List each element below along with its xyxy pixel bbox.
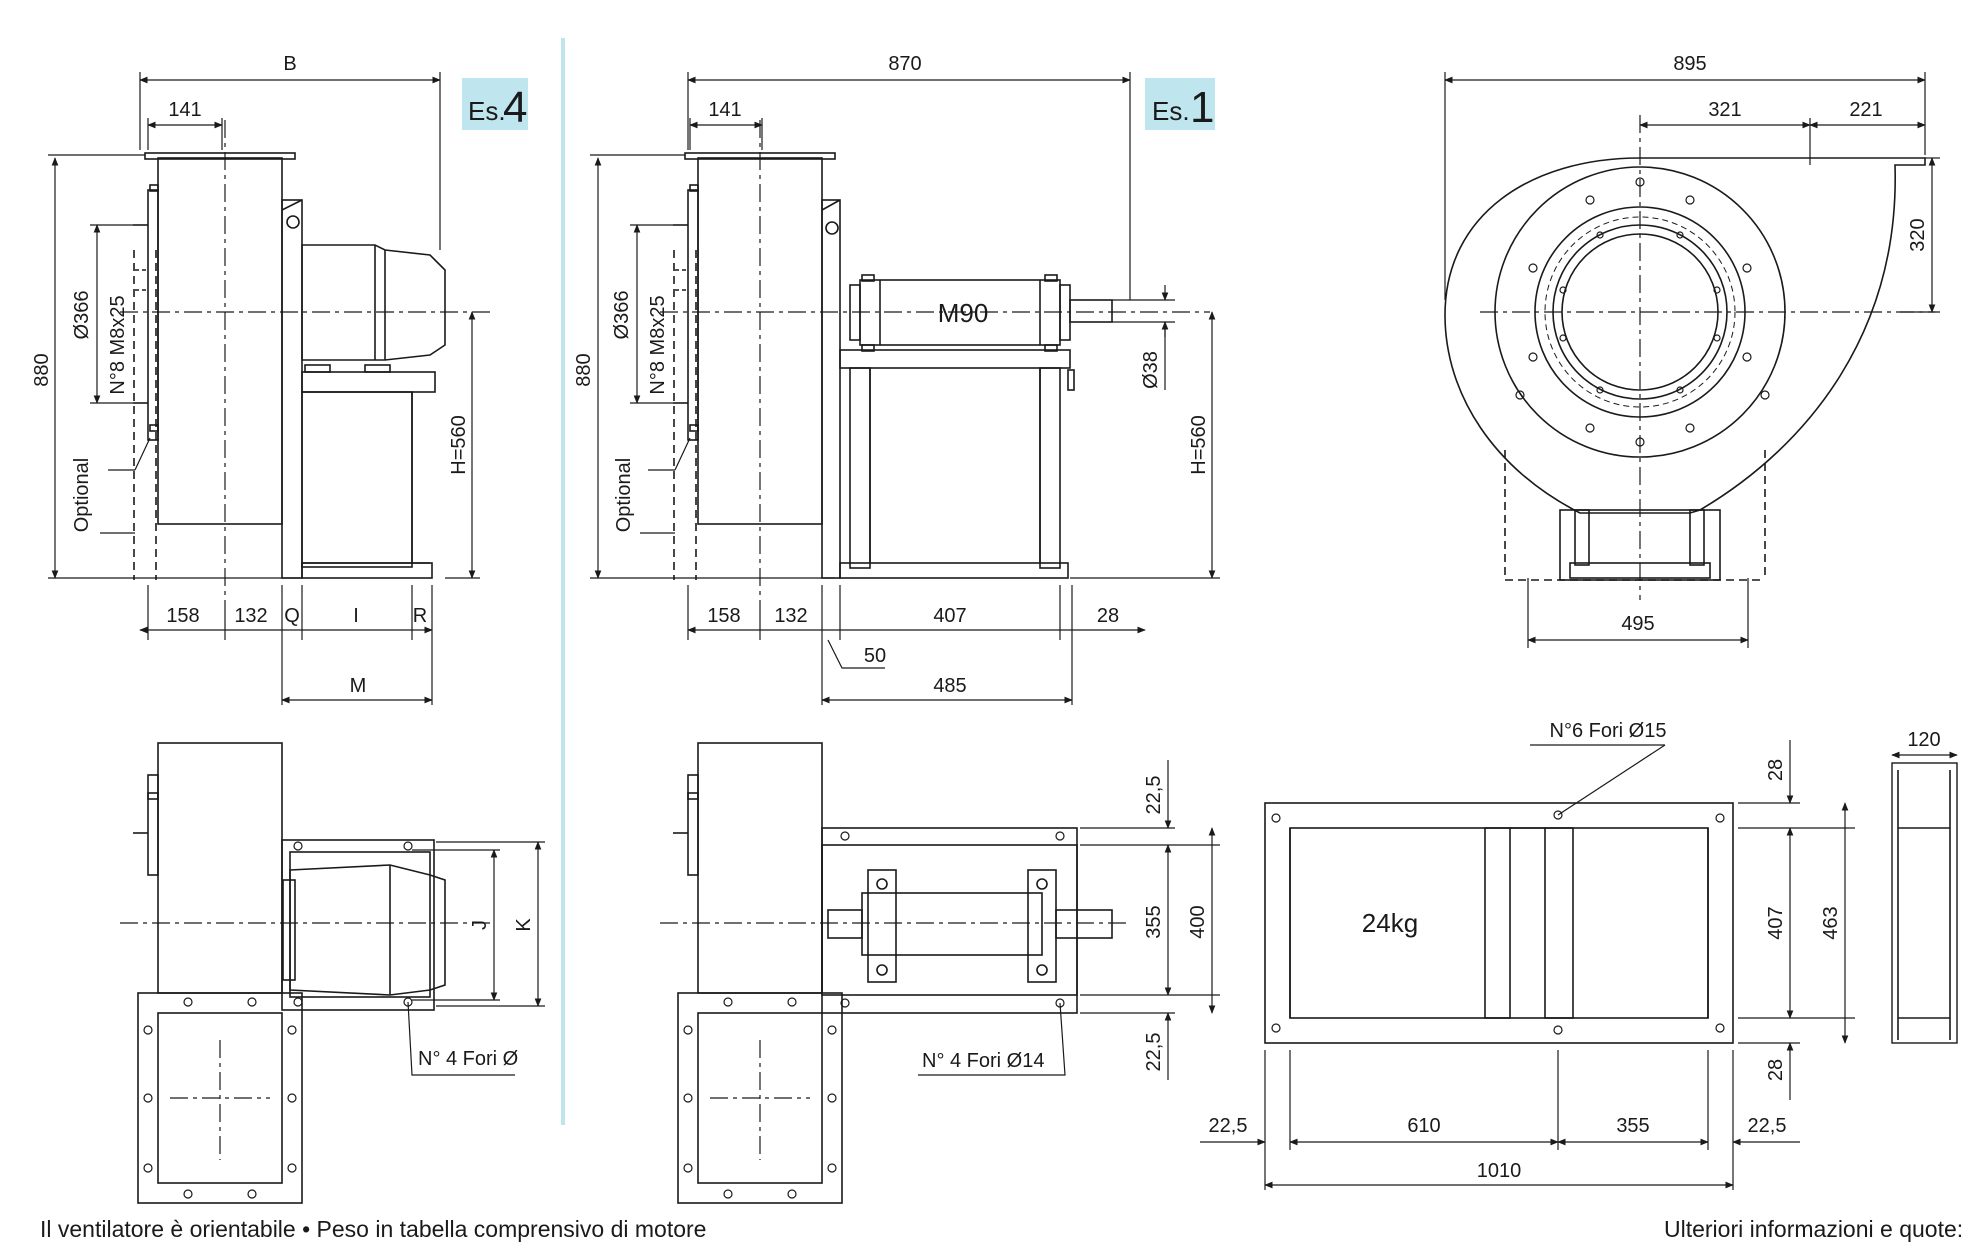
dim-flange: 141	[168, 99, 201, 121]
dim-side-w: 120	[1907, 729, 1940, 751]
dim-d3: 407	[933, 605, 966, 627]
dim-shaft: Ø38	[1140, 351, 1162, 389]
view-base-frame	[1264, 762, 1958, 1044]
dim-q: Q	[284, 605, 300, 627]
dim-height: 880	[573, 353, 595, 386]
weight-label: 24kg	[1362, 908, 1418, 938]
view-top-es4	[120, 742, 495, 1204]
dim-h1: 320	[1907, 218, 1929, 251]
dim-width-895: 895	[1673, 53, 1706, 75]
footer-note-left: Il ventilatore è orientabile • Peso in t…	[40, 1216, 707, 1242]
holes-label: N° 4 Fori Ø	[418, 1048, 518, 1070]
dim-base: 495	[1621, 613, 1654, 635]
dim-h-total: 463	[1820, 906, 1842, 939]
badge-es4: Es. 4	[462, 78, 528, 132]
motor-label: M90	[938, 298, 989, 328]
dim-d2: 132	[234, 605, 267, 627]
view-front-volute	[1444, 115, 1935, 600]
labels-base-frame: N°6 Fori Ø15 24kg 28 407 463 28 22,5 610…	[1209, 720, 1941, 1182]
dim-w-a: 610	[1407, 1115, 1440, 1137]
dim-d5: 50	[864, 645, 886, 667]
dim-w-right: 22,5	[1748, 1115, 1787, 1137]
holes-label: N°6 Fori Ø15	[1550, 720, 1667, 742]
dims-top-es4	[407, 841, 545, 1076]
dim-w2: 221	[1849, 99, 1882, 121]
view-side-es4	[120, 120, 490, 600]
dims-base-frame	[1200, 740, 1958, 1190]
dim-height: 880	[31, 353, 53, 386]
view-side-es1	[660, 120, 1210, 600]
dims-top-es1	[918, 760, 1220, 1080]
labels-side-es1: 870 141 880 Ø366 N°8 M8x25 Optional M90 …	[573, 53, 1210, 697]
dim-width-870: 870	[888, 53, 921, 75]
dim-flange: 141	[708, 99, 741, 121]
svg-text:Es.: Es.	[1152, 96, 1190, 126]
badge-es1: Es. 1	[1145, 78, 1215, 132]
dim-h-top: 28	[1765, 759, 1787, 781]
dim-h-bot: 28	[1765, 1059, 1787, 1081]
dim-bolts: N°8 M8x25	[647, 295, 669, 394]
dim-shaft-height: H=560	[1188, 415, 1210, 475]
dim-m: M	[350, 675, 367, 697]
dim-bolt-circle: Ø366	[71, 291, 93, 340]
view-top-es1	[660, 742, 1130, 1204]
labels-top-es4: J K N° 4 Fori Ø	[418, 918, 535, 1070]
dim-bolt-circle: Ø366	[611, 291, 633, 340]
labels-top-es1: 22,5 355 400 22,5 N° 4 Fori Ø14	[922, 776, 1209, 1072]
footer-note-right: Ulteriori informazioni e quote:	[1664, 1216, 1964, 1242]
svg-text:1: 1	[1190, 83, 1214, 132]
dim-top: 22,5	[1143, 776, 1165, 815]
dim-d2: 132	[774, 605, 807, 627]
svg-text:4: 4	[503, 83, 527, 132]
dim-k: K	[513, 918, 535, 932]
dims-front-volute	[1444, 72, 1940, 648]
dim-w-total: 1010	[1477, 1160, 1522, 1182]
dim-total: 400	[1187, 905, 1209, 938]
dim-shaft-height: H=560	[448, 415, 470, 475]
label-optional: Optional	[613, 458, 635, 533]
labels-side-es4: B 141 880 Ø366 N°8 M8x25 Optional H=560 …	[31, 53, 470, 697]
dim-d6: 485	[933, 675, 966, 697]
dims-side-es1	[590, 72, 1220, 705]
svg-text:Es.: Es.	[468, 96, 506, 126]
dim-width-b: B	[283, 53, 296, 75]
dim-w1: 321	[1708, 99, 1741, 121]
dim-mid: 355	[1143, 905, 1165, 938]
dim-r: R	[413, 605, 427, 627]
dim-bolts: N°8 M8x25	[107, 295, 129, 394]
dim-bottom: 22,5	[1143, 1033, 1165, 1072]
labels-front-volute: 895 321 221 320 495	[1621, 53, 1929, 635]
dim-d1: 158	[166, 605, 199, 627]
dims-side-es4	[48, 72, 480, 705]
dim-w-left: 22,5	[1209, 1115, 1248, 1137]
dim-w-b: 355	[1616, 1115, 1649, 1137]
dim-i: I	[353, 605, 359, 627]
holes-label: N° 4 Fori Ø14	[922, 1050, 1044, 1072]
dim-j: J	[469, 920, 491, 930]
dim-d1: 158	[707, 605, 740, 627]
dim-h-mid: 407	[1765, 906, 1787, 939]
label-optional: Optional	[71, 458, 93, 533]
dim-d4: 28	[1097, 605, 1119, 627]
